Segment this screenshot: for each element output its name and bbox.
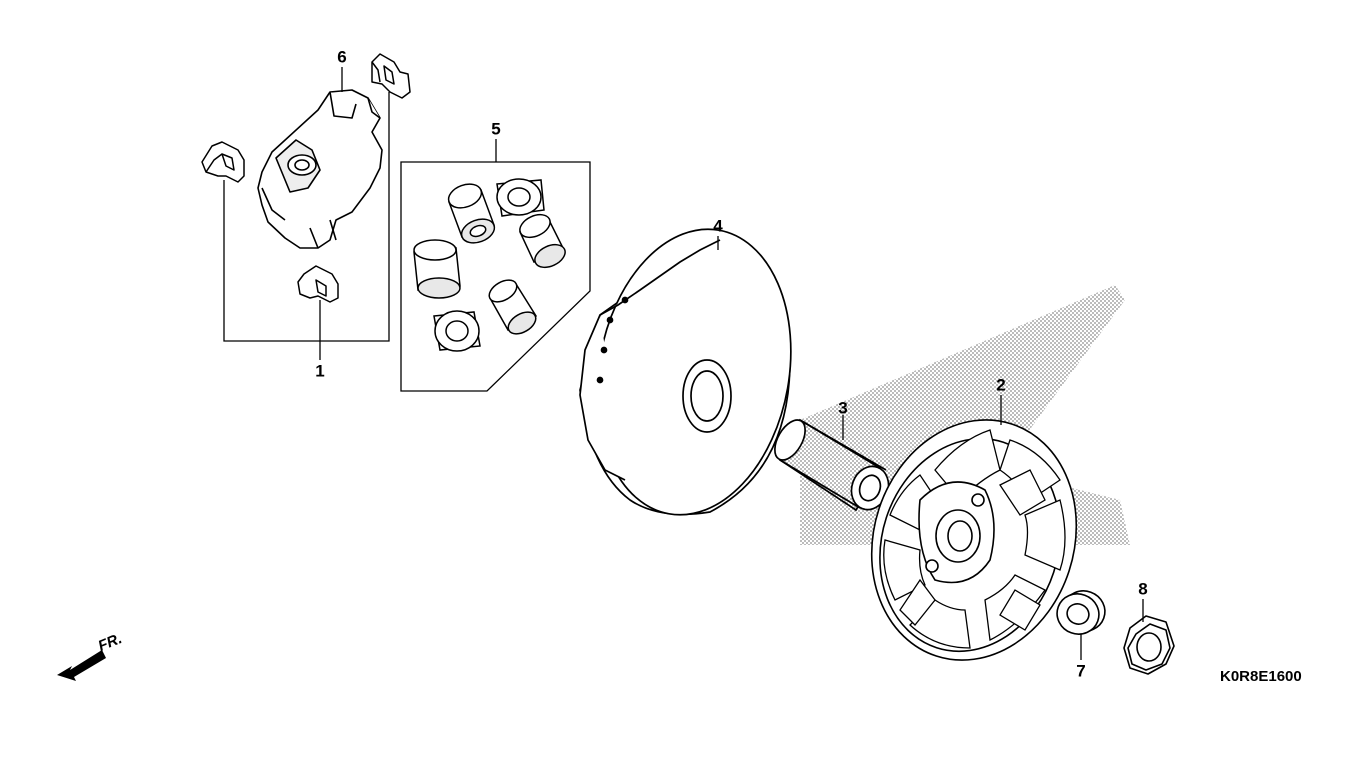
hex-nut [1123,615,1175,675]
weight-roller [519,213,566,269]
callout-8: 8 [1138,579,1148,599]
slider-bottom [297,265,339,303]
diagram-code: K0R8E1600 [1220,668,1302,685]
callout-6: 6 [337,47,347,67]
drive-face-fan [870,419,1078,661]
group-bracket-1 [223,67,390,360]
weight-roller [496,178,545,217]
slider-top-right [371,53,411,99]
callout-5: 5 [491,119,501,139]
drive-face-collar [774,418,890,512]
callout-1: 1 [315,361,325,381]
washer [1056,590,1106,635]
weight-rollers [413,178,566,352]
slider-top-left [201,141,245,183]
weight-roller [433,310,481,352]
weight-roller [488,279,538,335]
front-direction-arrow-icon [57,650,106,681]
ramp-plate [257,89,383,249]
weight-roller [447,183,496,244]
callout-7: 7 [1076,661,1086,681]
callout-4: 4 [713,216,723,236]
callout-3: 3 [838,398,848,418]
movable-drive-face [579,228,792,516]
weight-roller [413,239,461,299]
callout-2: 2 [996,375,1006,395]
group-bracket-5 [400,139,591,392]
